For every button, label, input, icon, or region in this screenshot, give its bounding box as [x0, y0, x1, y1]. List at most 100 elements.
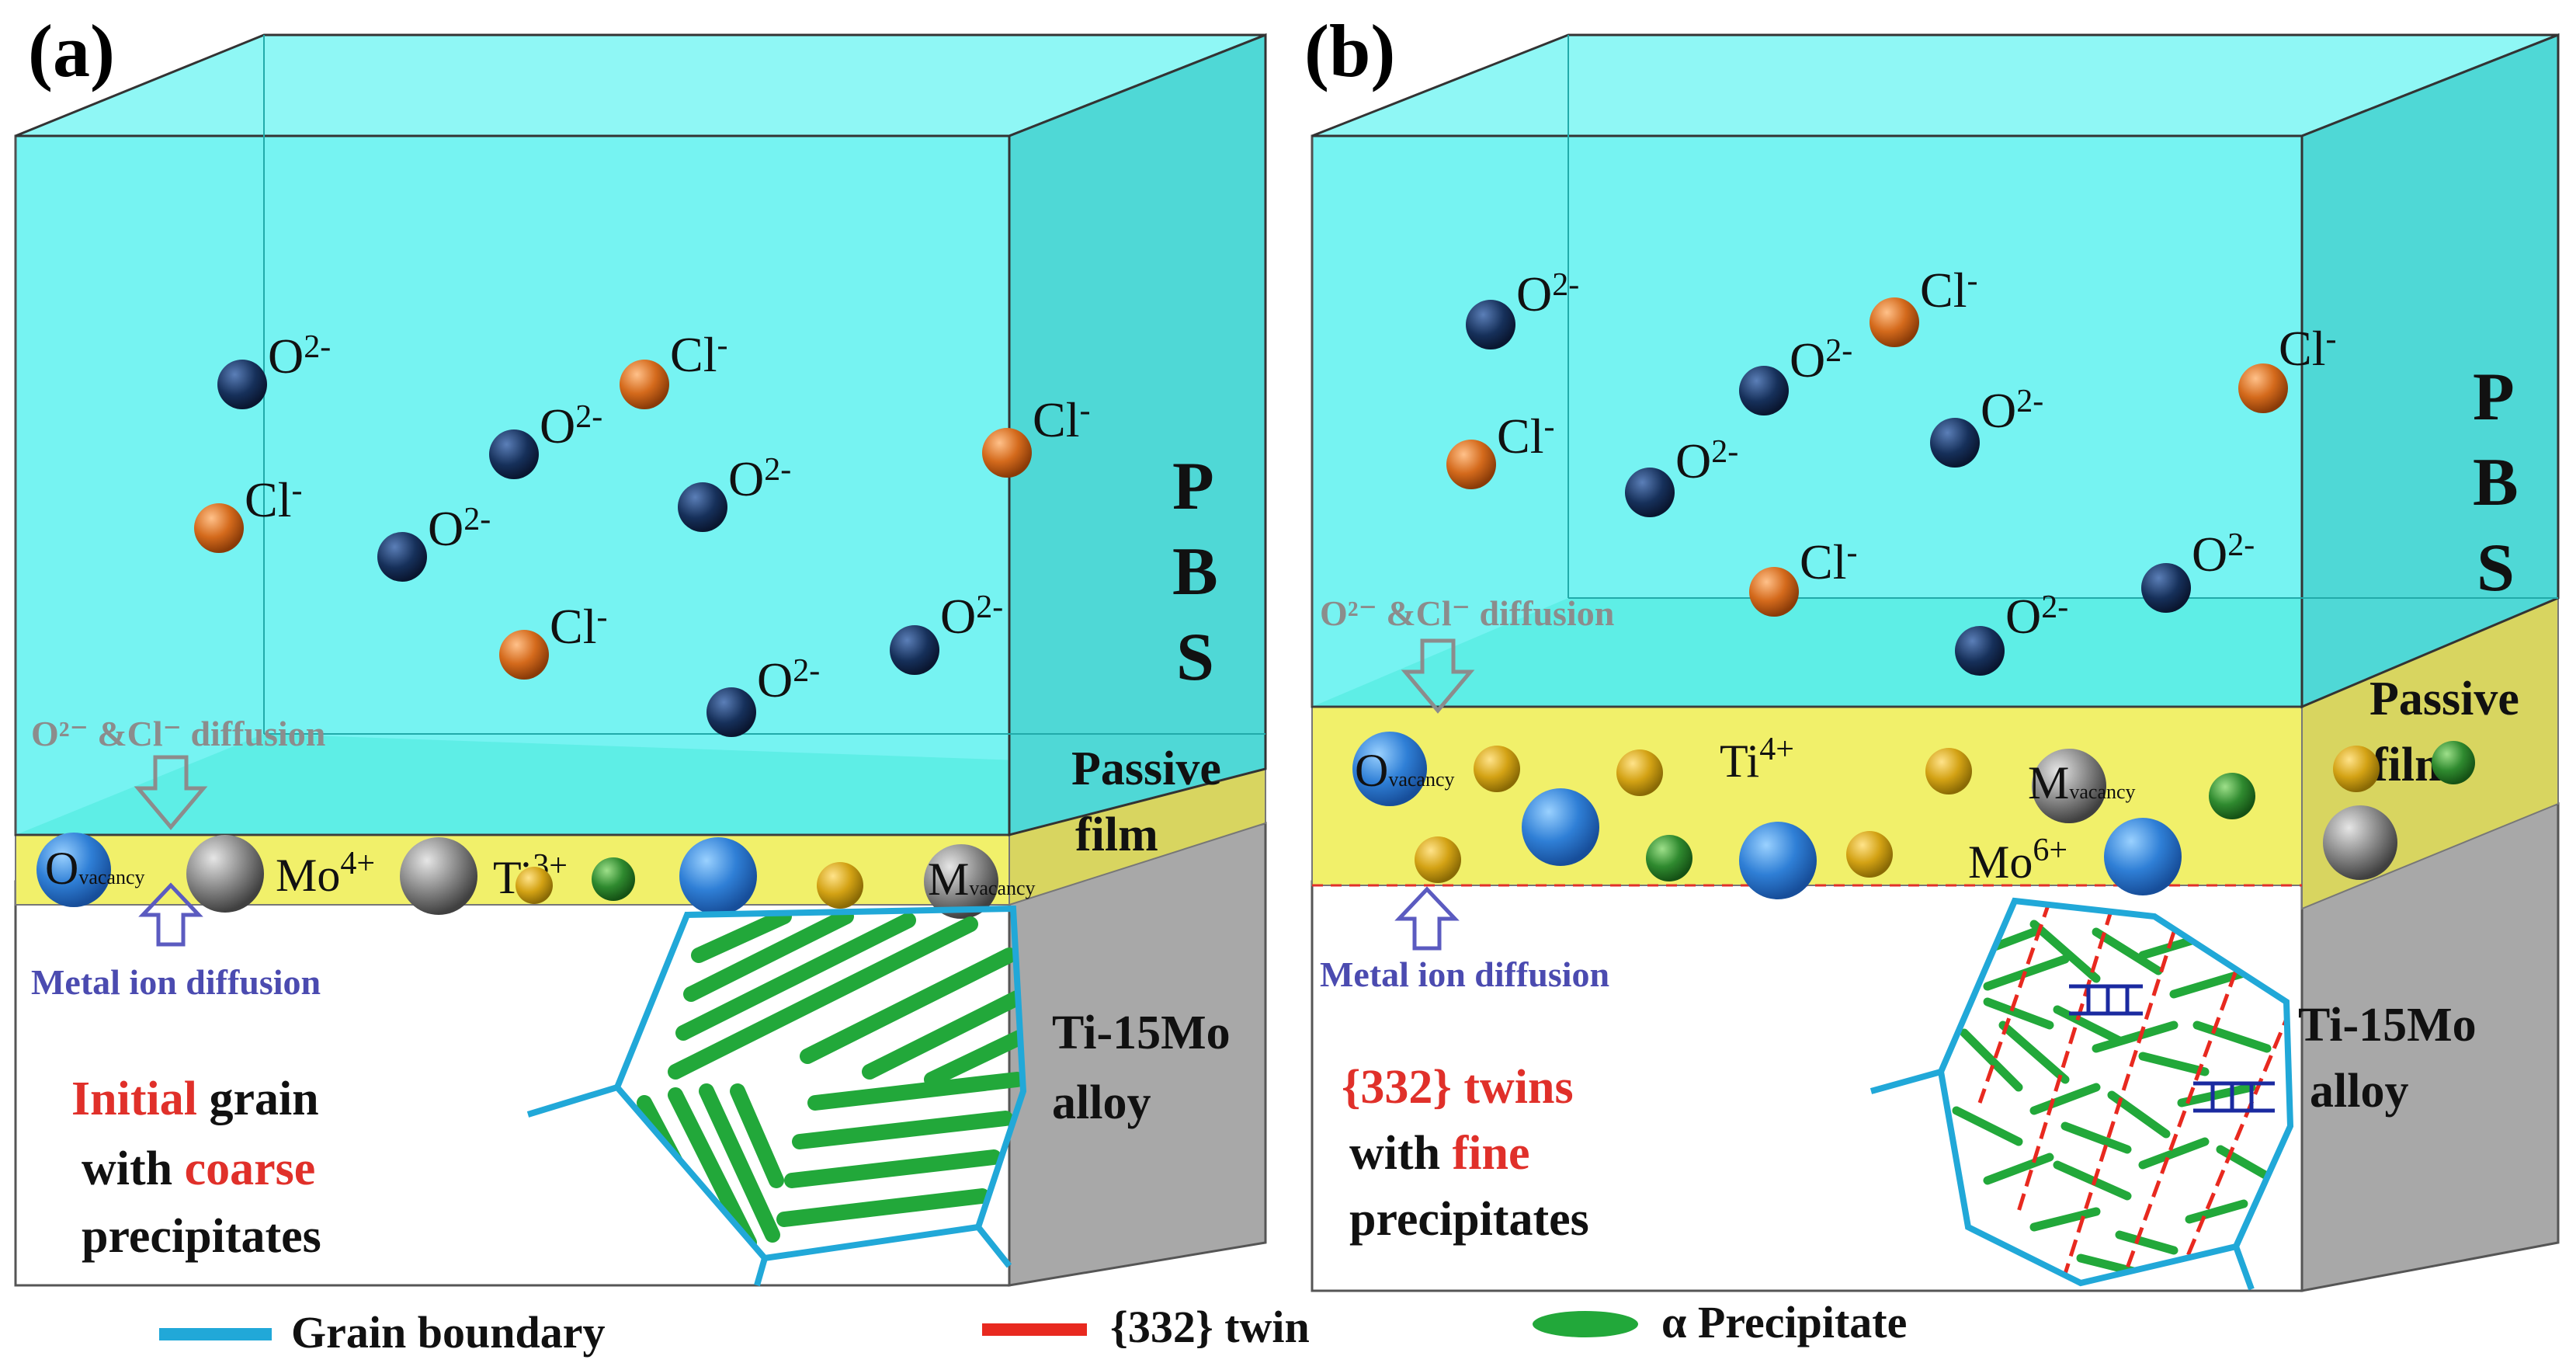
ion-o: O2-: [1739, 332, 1852, 416]
diffusion-down-arrow: [1401, 638, 1475, 714]
diffusion-in-label: O²⁻ &Cl⁻ diffusion: [31, 714, 325, 753]
legend-label-twin: {332} twin: [1110, 1302, 1310, 1352]
svg-text:Cl-: Cl-: [1497, 409, 1554, 464]
ion-o: O2-: [1930, 383, 2043, 468]
diffusion-up-arrow: [1394, 886, 1460, 951]
ion-cl: Cl-: [1446, 409, 1554, 489]
grain-text-line3: precipitates: [82, 1210, 321, 1263]
ion-cl: Cl-: [982, 392, 1090, 478]
alloy-label-1: Ti-15Mo: [1052, 1007, 1231, 1059]
ion-o: O2-: [1625, 433, 1738, 517]
ion-o: O2-: [1466, 266, 1579, 349]
svg-text:Mo4+: Mo4+: [276, 846, 375, 901]
legend: Grain boundary {332} twin α Precipitate: [159, 1297, 1907, 1358]
pbs-letter-s: S: [2477, 530, 2515, 606]
ions-solution-b: O2- Cl- O2- Cl- Cl- O2- O2- Cl- O2- O2-: [1446, 263, 2336, 676]
ion-o: O2-: [377, 501, 491, 582]
ion-cl: Cl-: [1870, 263, 1977, 347]
grain-a: [526, 905, 1027, 1287]
svg-text:O2-: O2-: [1675, 433, 1738, 489]
alloy-label-1: Ti-15Mo: [2298, 999, 2477, 1052]
ion-o: O2-: [890, 589, 1003, 675]
svg-text:Ovacancy: Ovacancy: [45, 843, 145, 894]
ion-cl: Cl-: [499, 599, 607, 680]
alloy-label-2: alloy: [1052, 1076, 1151, 1129]
ion-cl: Cl-: [620, 327, 727, 409]
passive-film-label-1: Passive: [1071, 742, 1221, 795]
svg-text:Cl-: Cl-: [1920, 263, 1977, 318]
svg-text:O2-: O2-: [757, 652, 820, 708]
svg-text:O2-: O2-: [1981, 383, 2043, 438]
ion-o: O2-: [489, 398, 602, 479]
panel-a: (a) P B S Passive film Ti-15Mo alloy O2-…: [14, 9, 1267, 1287]
ion-o: O2-: [706, 652, 820, 737]
svg-text:Mvacancy: Mvacancy: [2028, 757, 2136, 808]
svg-text:O2-: O2-: [2005, 589, 2068, 644]
svg-text:O2-: O2-: [2192, 527, 2255, 582]
ion-cl: Cl-: [194, 472, 302, 553]
grain-boundary-branch: [1870, 1069, 1942, 1094]
solution-side: [2300, 33, 2560, 709]
diffusion-in-label: O²⁻ &Cl⁻ diffusion: [1320, 593, 1614, 633]
svg-text:Cl-: Cl-: [2279, 321, 2336, 376]
twin-lines: [1977, 901, 2290, 1283]
passive-film-label-2: film: [1075, 808, 1158, 861]
grain-boundary-branch: [526, 1084, 619, 1118]
svg-text:Cl-: Cl-: [245, 472, 302, 527]
pbs-letter-b: B: [2473, 445, 2519, 520]
twin-boundary-segments: [2069, 984, 2275, 1113]
film-species-b: Ovacancy Ti4+ Mvacancy Mo6+: [1352, 732, 2475, 899]
svg-text:O2-: O2-: [940, 589, 1003, 644]
ions-solution-a: O2- Cl- O2- Cl- O2- O2- Cl- Cl- O2- O2-: [194, 327, 1090, 737]
svg-text:O2-: O2-: [1790, 332, 1852, 388]
grain-boundary-branch: [2233, 1245, 2255, 1291]
ion-o: O2-: [2141, 527, 2255, 613]
legend-swatch-precipitate: [1533, 1311, 1638, 1337]
diffusion-out-label: Metal ion diffusion: [1320, 954, 1609, 994]
svg-text:Mvacancy: Mvacancy: [928, 854, 1036, 905]
pbs-letter-s: S: [1176, 620, 1214, 695]
diffusion-down-arrow: [134, 755, 208, 830]
ion-o: O2-: [217, 329, 331, 409]
coarse-precipitates: [637, 909, 1023, 1250]
solution-side: [1008, 33, 1267, 836]
pbs-letter-b: B: [1172, 534, 1218, 610]
ion-cl: Cl-: [2238, 321, 2336, 413]
pbs-letter-p: P: [2473, 360, 2515, 435]
svg-text:Mo6+: Mo6+: [1968, 833, 2067, 888]
film-species-a: Ovacancy Mo4+ Ti3+ Mvacancy: [36, 833, 1036, 919]
panel-b: (b) P B S Passive film Ti-15Mo alloy O2-…: [1304, 9, 2560, 1292]
passive-film-label-1: Passive: [2369, 673, 2519, 725]
legend-label-precipitate: α Precipitate: [1661, 1297, 1907, 1347]
grain-text-line2: with coarse: [82, 1142, 315, 1195]
svg-text:O2-: O2-: [1516, 266, 1579, 322]
grain-text-line1: Initial grain: [71, 1073, 319, 1125]
legend-label-grain-boundary: Grain boundary: [291, 1307, 606, 1358]
grain-text-line3: precipitates: [1349, 1193, 1589, 1246]
pbs-letter-p: P: [1172, 449, 1214, 524]
alloy-label-2: alloy: [2310, 1065, 2408, 1118]
ion-o: O2-: [678, 451, 791, 532]
ion-cl: Cl-: [1749, 534, 1857, 617]
svg-text:Cl-: Cl-: [550, 599, 607, 654]
svg-text:O2-: O2-: [268, 329, 331, 384]
panel-b-label: (b): [1304, 9, 1395, 92]
grain-text-line1: {332} twins: [1342, 1061, 1574, 1114]
panel-a-label: (a): [28, 9, 115, 92]
svg-text:O2-: O2-: [728, 451, 791, 506]
grain-boundary-branch: [754, 1257, 768, 1287]
svg-text:O2-: O2-: [540, 398, 602, 454]
svg-text:Cl-: Cl-: [1033, 392, 1090, 447]
svg-text:Cl-: Cl-: [670, 327, 727, 382]
diffusion-out-label: Metal ion diffusion: [31, 962, 321, 1002]
grain-boundary-branch: [975, 1225, 1012, 1268]
svg-text:Cl-: Cl-: [1800, 534, 1857, 589]
svg-text:O2-: O2-: [428, 501, 491, 556]
svg-text:Ti4+: Ti4+: [1720, 732, 1794, 787]
diffusion-up-arrow: [138, 882, 203, 947]
svg-text:Ovacancy: Ovacancy: [1355, 745, 1455, 796]
grain-text-line2: with fine: [1349, 1127, 1530, 1180]
ion-o: O2-: [1955, 589, 2068, 676]
grain-b: [1870, 897, 2294, 1291]
